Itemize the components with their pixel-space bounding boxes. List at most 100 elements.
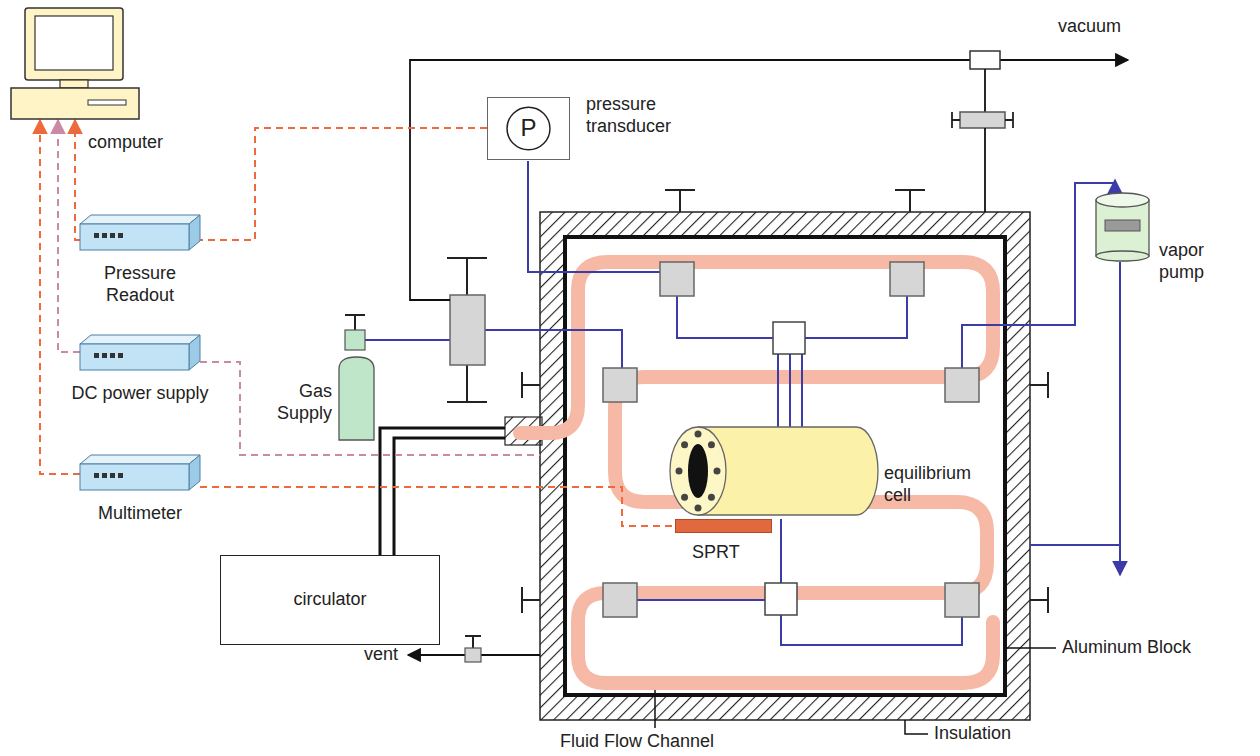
computer-case xyxy=(11,88,139,119)
device-label: Gas Supply xyxy=(260,381,332,424)
valve-handle xyxy=(1030,587,1048,613)
gas-cylinder: Gas Supply xyxy=(338,355,375,440)
pipe xyxy=(801,354,803,427)
pipe xyxy=(637,599,765,601)
vacuum-line xyxy=(984,128,986,212)
device-button xyxy=(94,473,99,478)
pipe xyxy=(485,330,622,368)
pipe xyxy=(789,354,791,427)
coolant-line xyxy=(394,438,505,592)
valve-handle xyxy=(522,587,540,613)
device-top xyxy=(80,215,200,224)
device-label: vapor pump xyxy=(1159,240,1219,283)
multimeter-device: Multimeter xyxy=(80,455,200,490)
port-label: vacuum xyxy=(1058,16,1121,38)
screen xyxy=(35,16,113,70)
device-side xyxy=(189,215,200,250)
pipe xyxy=(780,519,782,583)
junction xyxy=(765,583,797,615)
device-front xyxy=(80,344,189,370)
device-button xyxy=(102,233,107,238)
vacuum-line xyxy=(410,60,1128,300)
valve-handle xyxy=(522,372,540,398)
device-button xyxy=(94,233,99,238)
pipe xyxy=(365,339,450,341)
gauge-circle xyxy=(507,107,550,150)
device-label: SPRT xyxy=(692,542,740,564)
device-top xyxy=(80,455,200,464)
device-button xyxy=(110,473,115,478)
pressure-transducer-outline xyxy=(488,98,569,159)
drive-slot xyxy=(88,100,126,105)
signal-line xyxy=(58,120,80,352)
aluminum-block xyxy=(565,237,1005,695)
device-label: equilibrium cell xyxy=(884,463,1002,506)
valve-handle xyxy=(952,112,1013,128)
device-label: Pressure Readout xyxy=(80,263,200,306)
device-button xyxy=(118,233,123,238)
device-front xyxy=(80,464,189,490)
device-side xyxy=(189,455,200,490)
vapor-pump: vapor pump xyxy=(1095,192,1150,262)
equilibrium-cell: equilibrium cell xyxy=(668,425,880,517)
device-front xyxy=(80,224,189,250)
signal-line xyxy=(75,120,80,240)
valve xyxy=(890,262,924,296)
valve xyxy=(603,368,637,402)
device-side xyxy=(189,335,200,370)
pump-window xyxy=(1105,220,1140,231)
vacuum-valve xyxy=(970,51,1000,69)
flange-bolt xyxy=(681,441,688,448)
gas-manifold xyxy=(450,295,485,365)
device-button xyxy=(118,353,123,358)
part-label: Insulation xyxy=(934,723,1011,745)
port-label: vent xyxy=(364,644,398,666)
multimeter-device-outline xyxy=(80,455,200,490)
leader-line xyxy=(1005,647,1056,649)
readout-device: Pressure Readout xyxy=(80,215,200,250)
valve-handle xyxy=(465,636,481,648)
vent-valve xyxy=(465,648,481,662)
pipe xyxy=(1119,262,1121,575)
device-button xyxy=(102,473,107,478)
signal-line xyxy=(40,120,80,474)
pipe xyxy=(1030,544,1120,546)
pump-body xyxy=(1096,200,1149,256)
valve xyxy=(660,262,694,296)
power-supply-outline xyxy=(80,335,200,370)
flange-bolt xyxy=(714,468,721,475)
cylinder-body xyxy=(339,357,374,440)
leader-line xyxy=(654,690,656,728)
readout-device-outline xyxy=(80,215,200,250)
flange-bolt xyxy=(695,505,702,512)
fluid-channel xyxy=(520,262,993,683)
sprt-probe: SPRT xyxy=(675,519,772,533)
circulator-box: circulator xyxy=(220,555,440,645)
pressure-transducer: Ppressure transducer xyxy=(487,97,570,160)
device-top xyxy=(80,335,200,344)
gas-cylinder-outline xyxy=(338,355,375,440)
device-button xyxy=(94,353,99,358)
device-label: circulator xyxy=(293,589,366,611)
valve-handle xyxy=(447,258,487,295)
pipe xyxy=(1114,180,1116,192)
device-button xyxy=(102,353,107,358)
flange-bolt xyxy=(676,468,683,475)
coolant-line xyxy=(380,428,505,570)
flange-bolt xyxy=(708,494,715,501)
part-label: Fluid Flow Channel xyxy=(560,731,714,753)
device-label: DC power supply xyxy=(66,383,214,405)
device-button xyxy=(118,473,123,478)
device-label: pressure transducer xyxy=(586,94,698,137)
heater-wire xyxy=(200,362,540,455)
junction xyxy=(773,322,805,354)
pipe xyxy=(777,354,779,427)
device-label: Multimeter xyxy=(80,503,200,525)
computer-icon-outline xyxy=(10,8,140,120)
valve xyxy=(603,583,637,617)
monitor-stand xyxy=(60,80,88,88)
valve xyxy=(945,583,979,617)
pipe xyxy=(677,296,773,338)
flange-bolt xyxy=(708,441,715,448)
